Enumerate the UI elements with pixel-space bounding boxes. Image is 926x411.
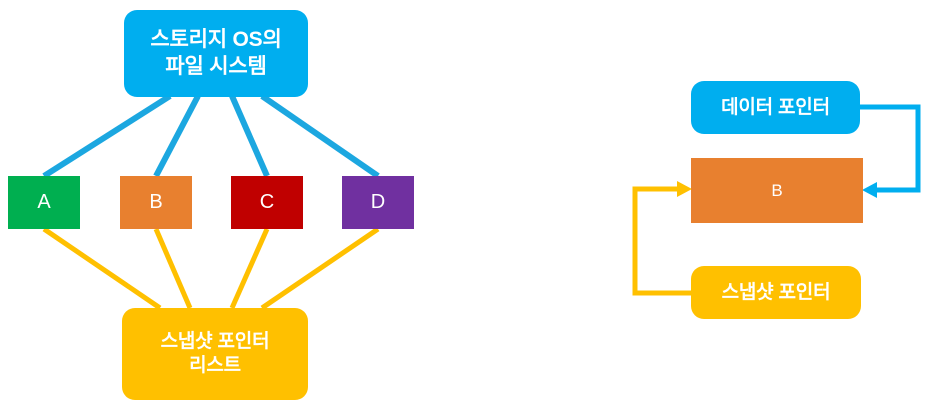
edge-root-to-c bbox=[229, 94, 270, 178]
arrow-snapshot-pointer-to-block-line bbox=[632, 186, 691, 296]
root-to-children-edges bbox=[42, 93, 380, 179]
arrow-data-pointer-to-block-line bbox=[860, 104, 921, 193]
root-label-line2: 파일 시스템 bbox=[165, 54, 267, 78]
node-block-b[interactable]: B bbox=[120, 176, 192, 229]
root-label-line1: 스토리지 OS의 bbox=[150, 28, 282, 52]
node-snapshot-pointer[interactable]: 스냅샷 포인터 bbox=[691, 266, 861, 319]
edge-b-to-collector bbox=[153, 228, 193, 309]
edge-d-to-collector bbox=[260, 226, 380, 311]
collector-label-line1: 스냅샷 포인터 bbox=[160, 331, 270, 353]
arrow-snapshot-pointer-to-block-head bbox=[677, 181, 692, 197]
edge-c-to-collector bbox=[229, 227, 270, 310]
children-to-collector-edges bbox=[42, 226, 380, 311]
edge-root-to-d bbox=[260, 93, 380, 179]
node-block-d[interactable]: D bbox=[342, 176, 414, 229]
node-storage-os-file-system[interactable]: 스토리지 OS의 파일 시스템 bbox=[124, 10, 308, 97]
edge-root-to-a bbox=[42, 93, 172, 179]
collector-label-line2: 리스트 bbox=[189, 355, 241, 376]
node-block-c[interactable]: C bbox=[231, 176, 303, 229]
node-block-a[interactable]: A bbox=[8, 176, 80, 229]
node-right-block-b[interactable]: B bbox=[691, 158, 863, 223]
arrow-data-pointer-to-block-head bbox=[862, 182, 877, 198]
node-data-pointer[interactable]: 데이터 포인터 bbox=[691, 81, 860, 134]
node-snapshot-pointer-list[interactable]: 스냅샷 포인터 리스트 bbox=[122, 308, 308, 400]
node-snapshot-pointer-list-label: 스냅샷 포인터 리스트 bbox=[161, 330, 270, 378]
edge-root-to-b bbox=[153, 94, 201, 178]
edge-a-to-collector bbox=[42, 226, 162, 311]
node-storage-os-file-system-label: 스토리지 OS의 파일 시스템 bbox=[150, 27, 281, 80]
